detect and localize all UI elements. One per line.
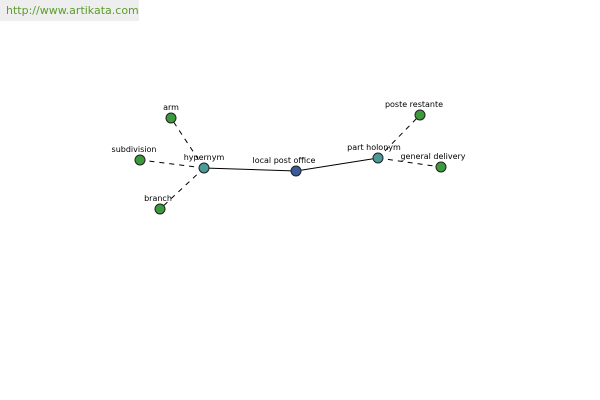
edge-part-holonym-to-poste-restante bbox=[377, 114, 421, 159]
node-label-branch: branch bbox=[144, 194, 172, 203]
edge-hypernym-to-subdivision bbox=[139, 159, 205, 169]
node-hypernym[interactable] bbox=[198, 162, 210, 174]
node-poste-restante[interactable] bbox=[414, 109, 426, 121]
node-arm[interactable] bbox=[165, 112, 177, 124]
edge-hypernym-to-branch bbox=[159, 167, 205, 210]
node-label-part-holonym: part holonym bbox=[347, 143, 401, 152]
labels-layer: local post office hypernym part holonym arm… bbox=[112, 100, 466, 203]
edge-local-post-office-to-hypernym bbox=[203, 167, 297, 172]
edge-part-holonym-to-general-delivery bbox=[377, 157, 442, 168]
node-label-poste-restante: poste restante bbox=[385, 100, 443, 109]
node-branch[interactable] bbox=[154, 203, 166, 215]
node-label-local-post-office: local post office bbox=[253, 156, 316, 165]
node-general-delivery[interactable] bbox=[435, 161, 447, 173]
node-label-hypernym: hypernym bbox=[184, 153, 225, 162]
edges-layer bbox=[139, 114, 442, 210]
node-subdivision[interactable] bbox=[134, 154, 146, 166]
url-banner: http://www.artikata.com bbox=[0, 0, 139, 21]
site-url-link[interactable]: http://www.artikata.com bbox=[6, 4, 139, 17]
node-local-post-office[interactable] bbox=[290, 165, 302, 177]
node-label-subdivision: subdivision bbox=[112, 145, 157, 154]
edge-local-post-office-to-part-holonym bbox=[295, 157, 379, 172]
node-part-holonym[interactable] bbox=[372, 152, 384, 164]
node-label-arm: arm bbox=[163, 103, 179, 112]
nodes-layer bbox=[134, 109, 447, 215]
node-label-general-delivery: general delivery bbox=[400, 152, 465, 161]
